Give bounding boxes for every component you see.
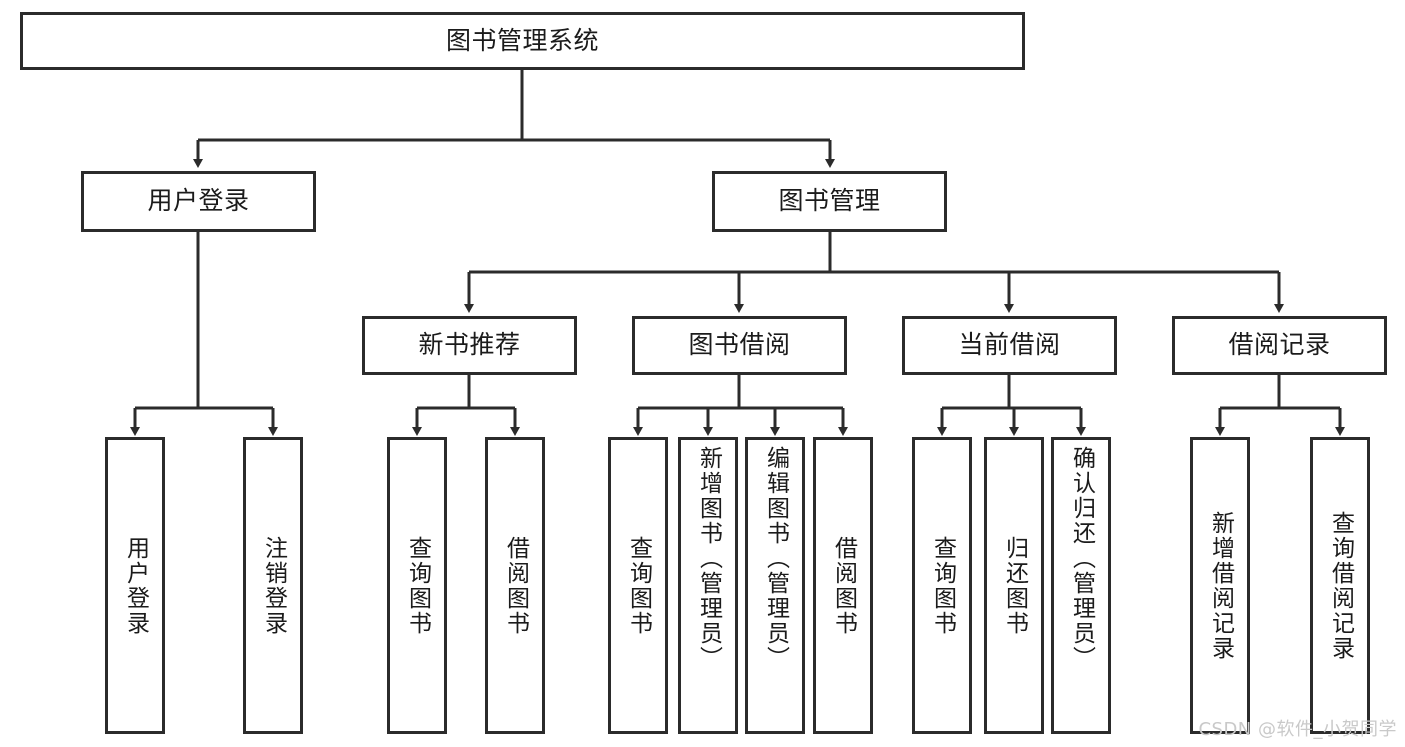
node-leaf-edit-book[interactable]: 编辑图书（管理员） xyxy=(745,437,805,734)
node-leaf-add-book-label: 新增图书（管理员） xyxy=(695,446,722,671)
node-book-manage[interactable]: 图书管理 xyxy=(712,171,947,232)
node-leaf-user-login[interactable]: 用户登录 xyxy=(105,437,165,734)
node-leaf-borrow-book-1[interactable]: 借阅图书 xyxy=(485,437,545,734)
node-leaf-return-book[interactable]: 归还图书 xyxy=(984,437,1044,734)
node-leaf-borrow-book-2-label: 借阅图书 xyxy=(830,535,857,636)
new-book-rec-to-leaves-connectors xyxy=(412,375,520,436)
current-borrow-to-leaves-connectors xyxy=(937,375,1086,436)
node-leaf-add-record[interactable]: 新增借阅记录 xyxy=(1190,437,1250,734)
node-current-borrow[interactable]: 当前借阅 xyxy=(902,316,1117,375)
book-borrow-to-leaves-connectors xyxy=(633,375,848,436)
user-login-to-leaves-connectors xyxy=(130,232,278,436)
node-user-login[interactable]: 用户登录 xyxy=(81,171,316,232)
root-to-level2-connectors xyxy=(193,70,835,168)
node-leaf-confirm-return[interactable]: 确认归还（管理员） xyxy=(1051,437,1111,734)
node-new-book-rec-label: 新书推荐 xyxy=(418,330,521,360)
node-user-login-label: 用户登录 xyxy=(147,186,250,216)
node-leaf-query-book-3-label: 查询图书 xyxy=(929,535,956,636)
node-leaf-user-logout-label: 注销登录 xyxy=(260,535,287,636)
node-leaf-borrow-book-2[interactable]: 借阅图书 xyxy=(813,437,873,734)
node-leaf-query-book-2[interactable]: 查询图书 xyxy=(608,437,668,734)
node-current-borrow-label: 当前借阅 xyxy=(958,330,1061,360)
node-book-manage-label: 图书管理 xyxy=(778,186,881,216)
node-leaf-query-book-1[interactable]: 查询图书 xyxy=(387,437,447,734)
node-leaf-query-record[interactable]: 查询借阅记录 xyxy=(1310,437,1370,734)
node-leaf-add-book[interactable]: 新增图书（管理员） xyxy=(678,437,738,734)
node-leaf-query-book-2-label: 查询图书 xyxy=(625,535,652,636)
node-book-borrow[interactable]: 图书借阅 xyxy=(632,316,847,375)
node-leaf-return-book-label: 归还图书 xyxy=(1001,535,1028,636)
node-leaf-user-login-label: 用户登录 xyxy=(122,535,149,636)
node-borrow-record[interactable]: 借阅记录 xyxy=(1172,316,1387,375)
node-leaf-borrow-book-1-label: 借阅图书 xyxy=(502,535,529,636)
node-leaf-user-logout[interactable]: 注销登录 xyxy=(243,437,303,734)
node-leaf-edit-book-label: 编辑图书（管理员） xyxy=(762,446,789,671)
node-leaf-add-record-label: 新增借阅记录 xyxy=(1207,510,1234,661)
node-leaf-query-record-label: 查询借阅记录 xyxy=(1327,510,1354,661)
node-leaf-query-book-3[interactable]: 查询图书 xyxy=(912,437,972,734)
node-new-book-rec[interactable]: 新书推荐 xyxy=(362,316,577,375)
node-root[interactable]: 图书管理系统 xyxy=(20,12,1025,70)
node-root-label: 图书管理系统 xyxy=(445,25,599,55)
borrow-record-to-leaves-connectors xyxy=(1215,375,1345,436)
node-book-borrow-label: 图书借阅 xyxy=(688,330,791,360)
book-manage-to-level3-connectors xyxy=(464,232,1284,313)
node-borrow-record-label: 借阅记录 xyxy=(1228,330,1331,360)
node-leaf-confirm-return-label: 确认归还（管理员） xyxy=(1068,446,1095,671)
node-leaf-query-book-1-label: 查询图书 xyxy=(404,535,431,636)
